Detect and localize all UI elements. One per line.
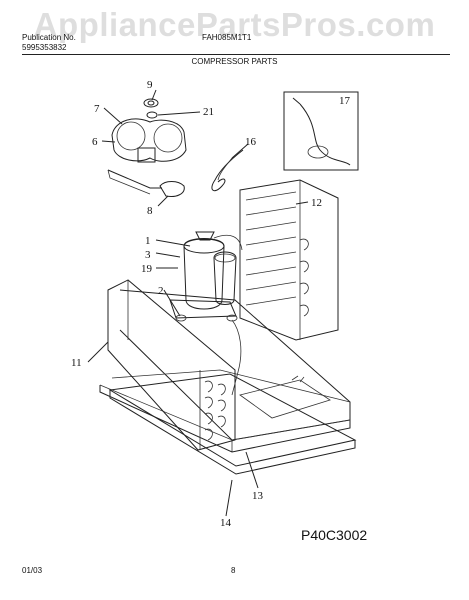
header-rule: [22, 54, 450, 55]
publication-label: Publication No.: [22, 33, 76, 42]
callout-7: 7: [94, 103, 100, 115]
callout-16: 16: [245, 136, 257, 148]
footer-page-number: 8: [231, 566, 236, 575]
callout-19: 19: [141, 263, 153, 275]
callout-8: 8: [147, 205, 153, 217]
callout-17: 17: [339, 95, 351, 107]
leader-lines: [87, 89, 309, 517]
model-number: FAH085M1T1: [202, 33, 252, 42]
callout-6: 6: [92, 136, 98, 148]
callout-21: 21: [203, 106, 214, 118]
callout-9: 9: [147, 79, 153, 91]
bottom-tray: [108, 373, 357, 475]
callout-14: 14: [220, 517, 232, 529]
section-title: COMPRESSOR PARTS: [191, 57, 278, 66]
callout-11: 11: [71, 357, 82, 369]
compressor: [169, 231, 243, 396]
callout-12: 12: [311, 197, 322, 209]
condenser-coil: [239, 179, 339, 341]
capillary-tube: [211, 149, 244, 192]
callout-3: 3: [145, 249, 151, 261]
evaporator-coil: [107, 279, 236, 451]
callout-13: 13: [252, 490, 264, 502]
diagram-code: P40C3002: [301, 527, 368, 543]
callout-1: 1: [145, 235, 151, 247]
footer-date: 01/03: [22, 566, 43, 575]
thermostat-bulb-inset: [283, 91, 359, 171]
publication-number: 5995353832: [22, 43, 67, 52]
base-pan: [99, 289, 351, 453]
overload-protector-group: [107, 98, 187, 197]
callout-2: 2: [158, 285, 164, 297]
